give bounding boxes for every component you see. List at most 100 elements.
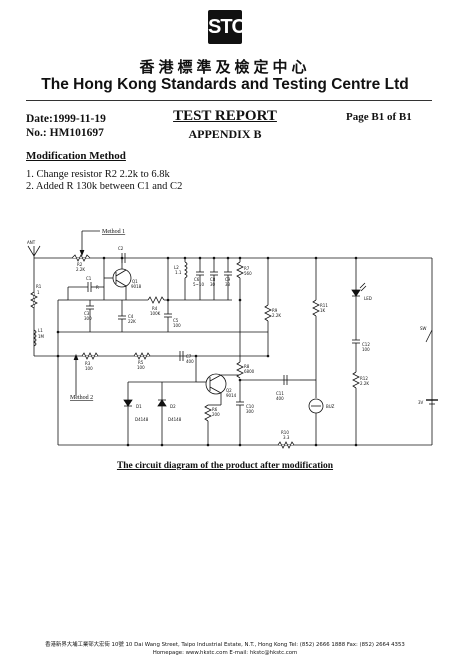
svg-text:5~10: 5~10: [193, 282, 204, 287]
svg-text:2.2K: 2.2K: [360, 381, 369, 386]
resistor-r4: [147, 296, 168, 304]
svg-text:C4: C4: [128, 314, 134, 319]
svg-text:560: 560: [244, 271, 252, 276]
svg-text:R12: R12: [360, 376, 368, 381]
svg-text:300: 300: [246, 409, 254, 414]
method-1-label: Method 1: [102, 229, 125, 235]
svg-text:D4148: D4148: [168, 417, 182, 422]
capacitor-c10: [236, 380, 244, 445]
svg-text:R6: R6: [212, 407, 218, 412]
circuit-diagram: ANT Method 1 R2 2.2K C2 Q1 9018 C1 R C3 …: [27, 229, 438, 449]
svg-text:Q1: Q1: [132, 279, 138, 284]
svg-text:9014: 9014: [226, 393, 237, 398]
hkstc-logo: STC: [208, 10, 246, 44]
capacitor-c9: [224, 258, 232, 300]
capacitor-c11: [283, 375, 288, 385]
resistor-r10: [277, 441, 295, 449]
capacitor-c5: [164, 258, 172, 332]
svg-text:Q2: Q2: [226, 388, 232, 393]
method-2-label: Method 2: [70, 395, 93, 401]
capacitor-c7: [179, 351, 184, 361]
svg-text:R7: R7: [244, 266, 250, 271]
section-heading: Modification Method: [26, 150, 126, 162]
svg-text:1.1: 1.1: [175, 270, 182, 275]
battery: [426, 399, 438, 405]
svg-text:22K: 22K: [128, 319, 136, 324]
resistor-r8: [236, 300, 244, 379]
capacitor-c1: [87, 282, 92, 292]
svg-text:D1: D1: [136, 404, 142, 409]
switch: [425, 329, 433, 343]
organization-name-english: The Hong Kong Standards and Testing Cent…: [41, 76, 409, 93]
svg-text:R5: R5: [138, 360, 144, 365]
label-ant: ANT: [27, 240, 36, 245]
svg-text:C3: C3: [84, 311, 90, 316]
modification-item: 2. Added R 130k between C1 and C2: [26, 181, 183, 192]
svg-text:400: 400: [186, 359, 194, 364]
resistor-r7: [236, 258, 244, 300]
svg-text:R: R: [96, 285, 99, 290]
svg-text:300: 300: [84, 316, 92, 321]
resistor-r5: [133, 352, 151, 360]
resistor-r3: [81, 352, 99, 360]
svg-text:D2: D2: [170, 404, 176, 409]
svg-text:R2: R2: [77, 262, 83, 267]
resistor-r2: [71, 254, 91, 262]
report-date: Date:1999-11-19: [26, 113, 106, 125]
svg-text:D4148: D4148: [135, 417, 149, 422]
modification-item: 1. Change resistor R2 2.2k to 6.8k: [26, 169, 170, 180]
svg-text:L2: L2: [174, 265, 179, 270]
svg-text:3V: 3V: [418, 400, 424, 405]
capacitor-c8: [210, 258, 218, 300]
transistor-q2: [205, 373, 227, 395]
resistor-r12: [352, 371, 360, 445]
svg-text:100: 100: [173, 323, 181, 328]
svg-text:C9: C9: [225, 277, 231, 282]
svg-text:100K: 100K: [150, 311, 161, 316]
svg-text:200: 200: [212, 412, 220, 417]
circuit-caption: The circuit diagram of the product after…: [116, 461, 334, 471]
diode-d2: [157, 382, 167, 445]
transistor-q1: [112, 268, 132, 288]
resistor-r11: [312, 299, 320, 380]
page-number: Page B1 of B1: [346, 111, 412, 123]
svg-text:1: 1: [37, 290, 40, 295]
svg-text:R1: R1: [36, 284, 42, 289]
organization-name-chinese: 香港標準及檢定中心: [139, 58, 311, 76]
svg-text:2.2K: 2.2K: [76, 267, 85, 272]
footer-contact: Homepage: www.hkstc.com E-mail: hkstc@hk…: [152, 650, 298, 656]
svg-text:R11: R11: [320, 303, 328, 308]
report-number: No.: HM101697: [26, 127, 104, 139]
footer-address: 香港新界大埔工業邨大宏街 10號 10 Dai Wang Street, Tai…: [45, 642, 405, 648]
svg-text:C2: C2: [118, 246, 124, 251]
junction-dots: [56, 256, 358, 447]
buzzer: [308, 398, 324, 414]
capacitor-c4: [118, 300, 126, 332]
logo-text: STC: [208, 16, 246, 38]
svg-text:100: 100: [137, 365, 145, 370]
capacitor-c6: [196, 258, 204, 300]
svg-text:SW: SW: [420, 326, 427, 331]
svg-text:100: 100: [85, 366, 93, 371]
resistor-r1: [30, 291, 38, 309]
capacitor-c12: [352, 339, 360, 372]
svg-text:33: 33: [225, 282, 231, 287]
svg-text:R3: R3: [85, 361, 91, 366]
svg-text:C8: C8: [210, 277, 216, 282]
svg-text:LED: LED: [364, 296, 372, 301]
svg-text:L1: L1: [38, 328, 43, 333]
antenna-symbol: [27, 245, 41, 258]
svg-text:C6: C6: [194, 277, 200, 282]
report-title: TEST REPORT: [173, 108, 277, 124]
svg-text:30: 30: [210, 282, 216, 287]
svg-text:C10: C10: [246, 404, 254, 409]
svg-text:C7: C7: [186, 354, 192, 359]
svg-text:9018: 9018: [131, 284, 142, 289]
diode-d1: [123, 382, 133, 445]
led: [351, 282, 367, 297]
svg-text:1M: 1M: [38, 334, 45, 339]
svg-text:R8: R8: [244, 364, 250, 369]
resistor-r9: [264, 258, 272, 356]
svg-text:400: 400: [276, 396, 284, 401]
svg-text:R10: R10: [281, 430, 289, 435]
